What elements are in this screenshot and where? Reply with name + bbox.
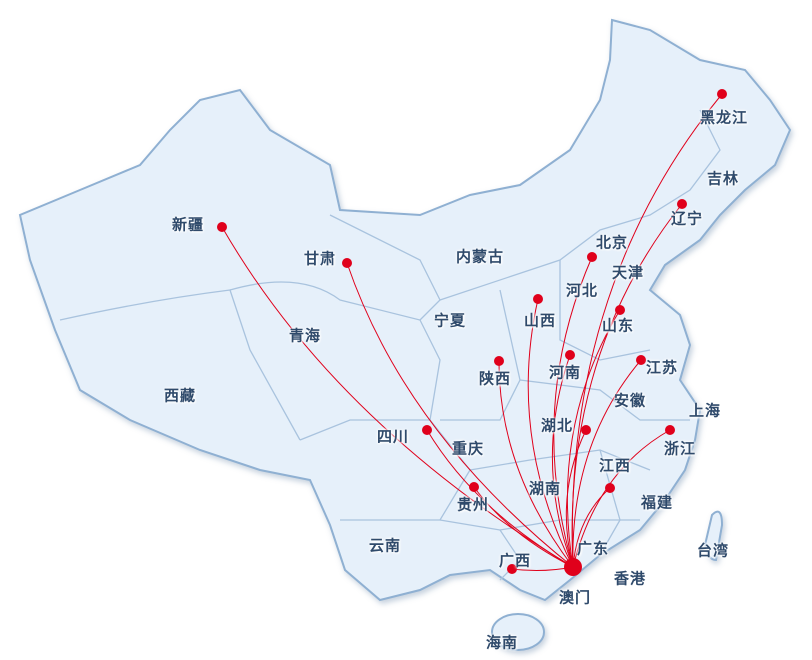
marker-henan[interactable] xyxy=(565,350,575,360)
marker-shanxi[interactable] xyxy=(533,294,543,304)
flow-line-beijing xyxy=(553,256,593,568)
marker-liaoning[interactable] xyxy=(677,199,687,209)
flow-line-jiangxi xyxy=(572,487,611,568)
province-label-zhejiang[interactable]: 浙江 xyxy=(663,439,697,458)
province-label-jiangsu[interactable]: 江苏 xyxy=(645,358,679,377)
province-label-shaanxi[interactable]: 陕西 xyxy=(478,369,512,388)
marker-shandong[interactable] xyxy=(615,305,625,315)
province-label-hainan[interactable]: 海南 xyxy=(485,633,519,652)
province-borders xyxy=(59,109,721,581)
hainan-island xyxy=(491,613,545,651)
province-label-jilin[interactable]: 吉林 xyxy=(706,169,740,188)
flow-line-jiangsu xyxy=(572,359,642,568)
marker-sichuan[interactable] xyxy=(422,425,432,435)
province-label-gansu[interactable]: 甘肃 xyxy=(303,249,337,268)
marker-xinjiang[interactable] xyxy=(217,222,227,232)
province-label-guangxi[interactable]: 广西 xyxy=(498,551,532,570)
province-label-taiwan[interactable]: 台湾 xyxy=(696,541,730,560)
marker-shaanxi[interactable] xyxy=(494,356,504,366)
marker-hubei[interactable] xyxy=(581,425,591,435)
province-label-tianjin[interactable]: 天津 xyxy=(611,263,645,282)
marker-heilongjiang[interactable] xyxy=(717,89,727,99)
marker-zhejiang[interactable] xyxy=(665,425,675,435)
flow-line-shandong xyxy=(566,309,621,568)
flow-line-gansu xyxy=(346,262,574,568)
marker-gansu[interactable] xyxy=(342,258,352,268)
province-label-guangdong[interactable]: 广东 xyxy=(576,539,610,558)
province-label-jiangxi[interactable]: 江西 xyxy=(598,456,632,475)
province-label-heilongjiang[interactable]: 黑龙江 xyxy=(699,108,749,127)
flow-line-hubei xyxy=(565,429,587,568)
flow-markers xyxy=(217,89,727,576)
marker-beijing[interactable] xyxy=(587,252,597,262)
province-label-xianggang[interactable]: 香港 xyxy=(613,569,647,588)
province-label-aomen[interactable]: 澳门 xyxy=(558,588,592,607)
province-label-hebei[interactable]: 河北 xyxy=(565,281,599,300)
flow-line-xinjiang xyxy=(221,226,574,568)
mainland-shape xyxy=(18,18,792,602)
marker-guangxi[interactable] xyxy=(507,564,517,574)
province-label-shanxi[interactable]: 山西 xyxy=(523,311,557,330)
province-label-xinjiang[interactable]: 新疆 xyxy=(171,215,205,234)
province-label-shanghai[interactable]: 上海 xyxy=(688,401,722,420)
province-label-hunan[interactable]: 湖南 xyxy=(528,479,562,498)
province-label-sichuan[interactable]: 四川 xyxy=(376,427,410,446)
province-label-liaoning[interactable]: 辽宁 xyxy=(670,209,704,228)
province-label-neimenggu[interactable]: 内蒙古 xyxy=(455,247,505,266)
origin-marker-aomen[interactable] xyxy=(564,558,582,576)
province-label-beijing[interactable]: 北京 xyxy=(595,233,629,252)
province-label-fujian[interactable]: 福建 xyxy=(640,493,674,512)
land-mass xyxy=(18,18,792,651)
province-label-qinghai[interactable]: 青海 xyxy=(288,326,322,345)
taiwan-island xyxy=(703,510,724,562)
flow-line-liaoning xyxy=(571,203,683,568)
province-label-guizhou[interactable]: 贵州 xyxy=(456,495,490,514)
province-label-ningxia[interactable]: 宁夏 xyxy=(433,311,467,330)
flow-line-shaanxi xyxy=(498,360,574,568)
flow-line-henan xyxy=(551,354,574,568)
flow-line-shanxi xyxy=(527,298,574,568)
province-label-shandong[interactable]: 山东 xyxy=(601,316,635,335)
province-label-chongqing[interactable]: 重庆 xyxy=(451,439,485,458)
flow-line-guizhou xyxy=(473,486,574,568)
marker-guizhou[interactable] xyxy=(469,482,479,492)
province-label-yunnan[interactable]: 云南 xyxy=(368,536,402,555)
province-label-hubei[interactable]: 湖北 xyxy=(540,416,574,435)
province-label-anhui[interactable]: 安徽 xyxy=(613,391,647,410)
marker-jiangxi[interactable] xyxy=(605,483,615,493)
province-label-xizang[interactable]: 西藏 xyxy=(163,386,197,405)
marker-jiangsu[interactable] xyxy=(636,355,646,365)
province-label-henan[interactable]: 河南 xyxy=(548,363,582,382)
